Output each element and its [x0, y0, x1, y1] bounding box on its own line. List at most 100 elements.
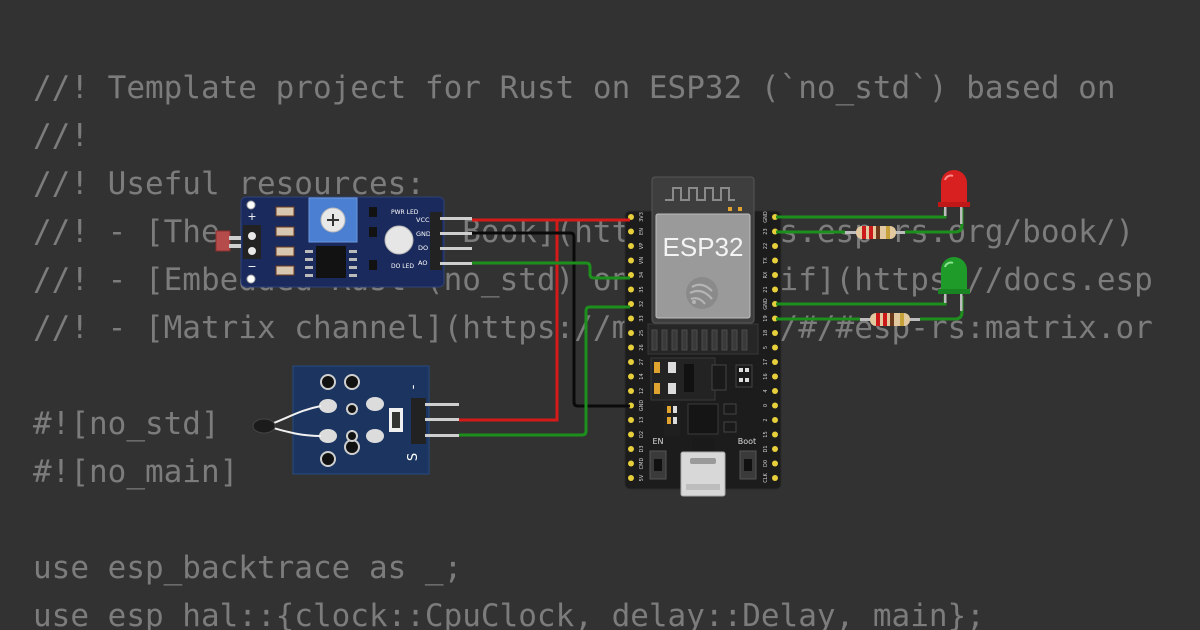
left-pin[interactable]: [628, 344, 634, 351]
right-pin-label: 19: [763, 315, 769, 321]
pin-label-gnd: GND: [416, 230, 431, 238]
esp32-board[interactable]: ESP32 EN Boot: [624, 176, 782, 497]
led-red[interactable]: [938, 170, 970, 224]
left-pin[interactable]: [628, 315, 634, 322]
left-pin-label: 26: [639, 344, 645, 350]
pin-label-vcc: VCC: [416, 216, 430, 224]
code-line: #![no_std]: [33, 406, 220, 442]
thermistor-icon: [252, 405, 322, 437]
right-pin[interactable]: [772, 402, 778, 409]
right-pin-label: 21: [763, 286, 769, 292]
right-pin-label: 4: [763, 389, 769, 392]
right-pin[interactable]: [772, 272, 778, 278]
chip-label: ESP32: [663, 232, 744, 262]
right-pin[interactable]: [772, 286, 778, 293]
right-pin-label: 16: [763, 373, 769, 379]
wire-temp-signal[interactable]: [459, 305, 630, 437]
minus-label: -: [406, 384, 421, 389]
wire-power[interactable]: [459, 218, 630, 422]
right-pin-label: 0: [763, 404, 769, 407]
potentiometer-icon[interactable]: [308, 197, 358, 243]
left-pin-label: 12: [639, 388, 645, 394]
left-pin-label: 25: [639, 330, 645, 336]
right-pin-label: 18: [763, 330, 769, 336]
wires: [459, 208, 964, 437]
boot-button[interactable]: [739, 450, 757, 480]
right-pin[interactable]: [772, 344, 778, 351]
plus-label: +: [247, 210, 256, 223]
code-line: //! Template project for Rust on ESP32 (…: [33, 70, 1116, 106]
right-pin-label: 15: [763, 431, 769, 437]
right-pin-label: 22: [763, 243, 769, 249]
left-pin-label: VP: [639, 243, 645, 249]
ldr-sensor-module[interactable]: + − PWR LED DO LED VCC GND DO AO: [215, 196, 472, 288]
left-pin-label: 33: [639, 315, 645, 321]
code-line: //! Useful resources:: [33, 166, 425, 202]
right-pin[interactable]: [772, 460, 778, 467]
left-pin-label: 27: [639, 359, 645, 365]
right-pin[interactable]: [772, 388, 778, 394]
right-pin[interactable]: [772, 359, 778, 365]
left-pin[interactable]: [628, 286, 634, 293]
right-pin-label: TX: [763, 257, 769, 265]
minus-label: −: [247, 260, 256, 273]
code-line: #![no_main]: [33, 454, 239, 490]
left-pin-label: 35: [639, 286, 645, 292]
right-pin[interactable]: [772, 417, 778, 423]
left-pin[interactable]: [628, 228, 634, 235]
espressif-logo-icon: [686, 277, 718, 309]
wire-led-red-gnd[interactable]: [776, 210, 947, 219]
code-line: use esp_hal::{clock::CpuClock, delay::De…: [33, 598, 985, 630]
left-pin-label: 5V: [639, 474, 645, 481]
led-green[interactable]: [938, 257, 970, 311]
left-pin-label: VN: [639, 257, 645, 264]
right-pin-label: GND: [763, 298, 769, 310]
en-button[interactable]: [649, 450, 667, 480]
right-pin[interactable]: [772, 475, 778, 481]
left-pin[interactable]: [628, 475, 634, 481]
right-pin-label: D1: [763, 445, 769, 452]
left-pin-label: 32: [639, 301, 645, 307]
resistor-red-led[interactable]: [845, 226, 905, 239]
left-pin[interactable]: [628, 243, 634, 249]
right-pin[interactable]: [772, 257, 778, 264]
left-pin[interactable]: [628, 446, 634, 452]
left-pin[interactable]: [628, 417, 634, 423]
en-label: EN: [652, 437, 663, 446]
left-pin-label: D3: [639, 445, 645, 452]
right-pin-label: 5: [763, 346, 769, 349]
status-led-icon: [384, 225, 414, 255]
left-pin[interactable]: [628, 373, 634, 380]
right-pin[interactable]: [772, 431, 778, 438]
code-line: //!: [33, 118, 89, 154]
left-pin[interactable]: [628, 359, 634, 365]
right-pin[interactable]: [772, 373, 778, 380]
usb-port-icon: [680, 451, 726, 497]
wire-light-signal[interactable]: [472, 261, 630, 280]
left-pin[interactable]: [628, 388, 634, 394]
pin-label-do: DO: [418, 244, 428, 252]
left-pin[interactable]: [628, 460, 634, 467]
code-line: use esp_backtrace as _;: [33, 550, 463, 586]
left-pin[interactable]: [628, 431, 634, 438]
resistor-green-led[interactable]: [860, 313, 920, 326]
right-pin-label: 2: [763, 418, 769, 421]
pin-label-ao: AO: [418, 259, 427, 267]
right-pin-label: RX: [763, 271, 769, 278]
wire-led-green-gnd[interactable]: [776, 296, 947, 306]
do-led-label: DO LED: [391, 263, 414, 270]
left-pin[interactable]: [628, 257, 634, 264]
right-pin-label: 17: [763, 359, 769, 365]
right-pin[interactable]: [772, 446, 778, 452]
left-pin-label: 3V3: [639, 212, 645, 222]
signal-label: S: [406, 453, 421, 461]
right-pin[interactable]: [772, 330, 778, 336]
boot-label: Boot: [738, 437, 756, 446]
left-pin-label: GND: [639, 400, 645, 412]
left-pin-header: 3V3ENVPVN343532332526271412GND13D2D3CMD5…: [628, 212, 645, 481]
temperature-sensor-module[interactable]: - S: [252, 365, 459, 475]
left-pin[interactable]: [628, 330, 634, 336]
right-pin[interactable]: [772, 243, 778, 249]
wire-ground[interactable]: [472, 231, 630, 408]
